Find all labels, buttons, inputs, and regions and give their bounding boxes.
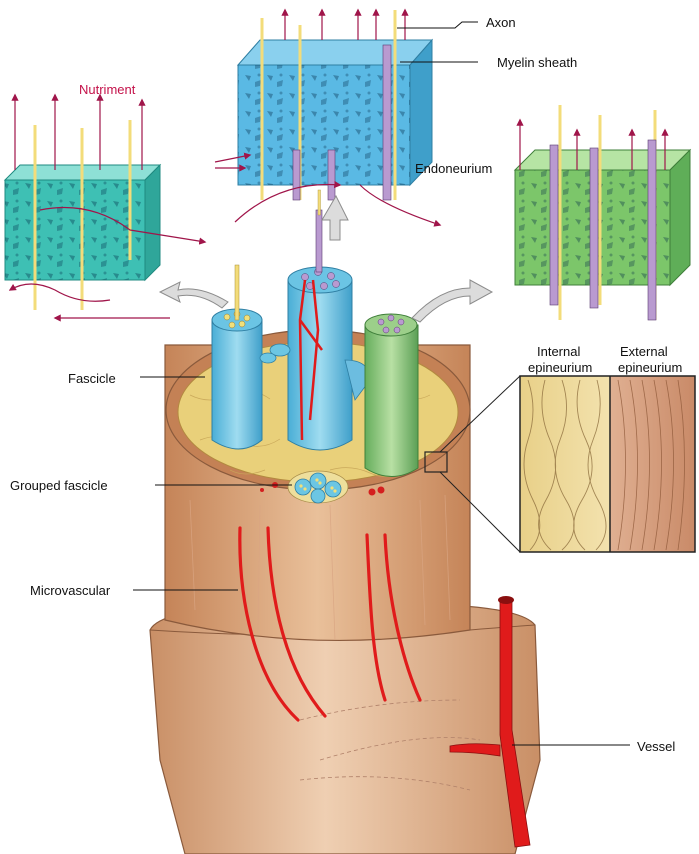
label-endoneurium: Endoneurium	[415, 161, 492, 176]
label-internal-epineurium-line2: epineurium	[528, 360, 592, 375]
fascicle-right	[364, 313, 419, 477]
endoneurium-cube-left	[3, 93, 207, 322]
fascicle-left	[211, 264, 263, 450]
label-myelin-sheath: Myelin sheath	[497, 55, 577, 70]
grouped-fascicle	[287, 470, 349, 504]
label-vessel: Vessel	[637, 739, 675, 754]
fascicle-center	[287, 189, 371, 451]
label-nutriment: Nutriment	[79, 82, 136, 97]
label-microvascular: Microvascular	[30, 583, 111, 598]
label-internal-epineurium-line1: Internal	[537, 344, 580, 359]
magnify-arrows	[158, 194, 494, 323]
label-axon: Axon	[486, 15, 516, 30]
label-fascicle: Fascicle	[68, 371, 116, 386]
endoneurium-cube-top	[214, 8, 442, 227]
small-fascicles	[259, 343, 291, 364]
label-grouped-fascicle: Grouped fascicle	[10, 478, 108, 493]
main-vessel	[449, 596, 531, 848]
leader-lines	[133, 21, 630, 746]
label-external-epineurium-line2: epineurium	[618, 360, 682, 375]
label-external-epineurium-line1: External	[620, 344, 668, 359]
epineurium-inset	[424, 375, 696, 553]
endoneurium-cube-right	[513, 105, 692, 321]
